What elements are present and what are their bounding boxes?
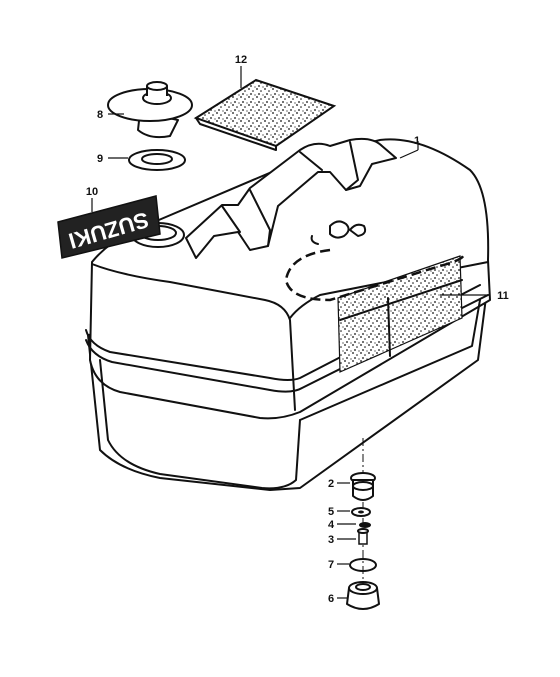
callout-3: 3: [328, 534, 334, 546]
leader-lines: [91, 66, 490, 599]
callout-7: 7: [328, 559, 334, 571]
screw-3: [357, 528, 369, 545]
tank-label-decal: [284, 248, 465, 373]
callout-11: 11: [497, 290, 509, 302]
filler-cap: [107, 81, 193, 139]
filler-gasket: [128, 149, 186, 171]
callout-12: 12: [235, 54, 247, 66]
callout-6: 6: [328, 593, 334, 605]
callout-5: 5: [328, 506, 334, 518]
callout-labels: 1 2 3 4 5 6 7 8 9 10 11 12: [86, 54, 509, 605]
callout-9: 9: [97, 153, 103, 165]
washer-5: [351, 507, 371, 517]
callout-4: 4: [328, 519, 335, 531]
callout-8: 8: [97, 109, 103, 121]
nut-4: [359, 522, 371, 528]
drain-cap-6: [346, 581, 380, 610]
callout-2: 2: [328, 478, 334, 490]
callout-1: 1: [414, 135, 420, 147]
suzuki-emblem: SUZUKI: [57, 195, 161, 259]
decal-plate: [193, 78, 337, 151]
drain-plug-body: [350, 472, 376, 501]
callout-10: 10: [86, 186, 98, 198]
o-ring-7: [349, 558, 377, 572]
